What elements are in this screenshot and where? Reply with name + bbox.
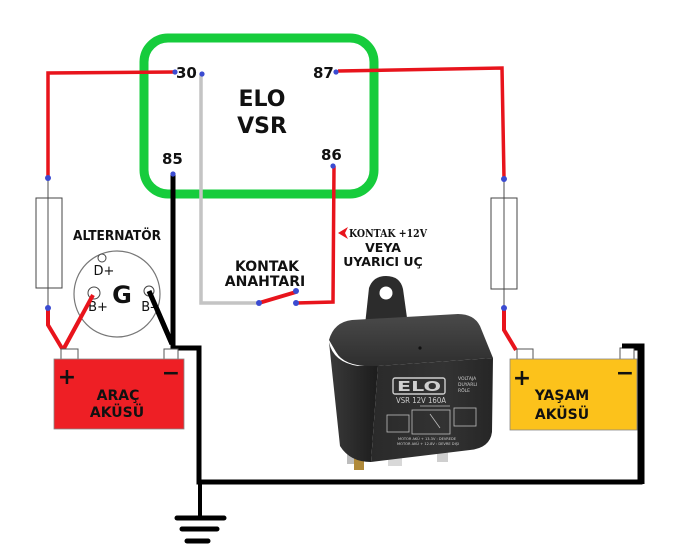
relay-footer-line1: MOTOR AKÜ + 13.3V : DEVREDE — [398, 436, 457, 441]
alternator-title: ALTERNATÖR — [73, 228, 161, 244]
relay-terminal-4 — [437, 448, 448, 462]
ignition-switch-label-line2: ANAHTARI — [225, 274, 305, 290]
relay-title-line2: VSR — [237, 114, 287, 139]
d-plus-label: D+ — [94, 264, 115, 279]
leisure-battery-terminal-plus — [516, 348, 534, 361]
vehicle-battery-terminal-plus — [60, 348, 79, 361]
pin-30-label: 30 — [176, 64, 197, 82]
dot-pin87 — [333, 69, 339, 75]
vehicle-battery-body — [53, 358, 185, 430]
dot-pin30 — [172, 69, 178, 75]
wire-bplus-overlay — [61, 294, 95, 351]
relay-mounting-hole — [379, 286, 393, 300]
ignition-switch-lever — [258, 290, 297, 305]
relay-symbol: ELO VSR 30 87 85 86 — [139, 33, 379, 199]
vehicle-battery-label-line2: AKÜSÜ — [90, 403, 144, 421]
wire-switch-feed — [199, 74, 259, 305]
relay-symbol-box — [139, 33, 379, 199]
signal-label-line3: UYARICI UÇ — [343, 254, 422, 269]
pin-87-label: 87 — [313, 64, 334, 82]
leisure-battery-plus: + — [513, 366, 531, 391]
relay-desc-line1: VOLTAJA — [458, 376, 477, 382]
wire-pin87-to-fuse-right — [337, 66, 506, 179]
relay-mounting-tab — [365, 276, 408, 325]
relay-brand-frame — [392, 377, 446, 395]
vehicle-battery-label-line1: ARAÇ — [97, 388, 140, 404]
leisure-battery-label-line1: YAŞAM — [534, 388, 589, 404]
leisure-battery-body — [509, 358, 638, 431]
vehicle-battery: + − ARAÇ AKÜSÜ — [53, 348, 185, 430]
relay-title-line1: ELO — [239, 87, 286, 112]
leisure-battery-terminal-minus — [619, 347, 635, 361]
ignition-switch-label-line1: KONTAK — [235, 259, 300, 275]
b-minus-label: B- — [141, 300, 155, 315]
dot-fuse-left-bottom — [45, 305, 51, 311]
fuse-left — [35, 197, 63, 289]
relay-desc-line3: RÖLE — [458, 387, 470, 394]
vehicle-battery-plus: + — [58, 365, 76, 390]
signal-label-line2: VEYA — [365, 240, 401, 255]
wire-pin30-to-fuse-left — [46, 70, 175, 178]
vehicle-battery-terminal-minus — [163, 348, 179, 361]
relay-front-face — [329, 342, 378, 462]
relay-brand: ELO — [397, 380, 441, 395]
wire-fuse-right-to-leisure-plus — [502, 308, 518, 352]
relay-photo: ELO VOLTAJA DUYARLI RÖLE VSR 12V 160A MO… — [329, 276, 493, 470]
dot-switch-right-bottom — [293, 300, 299, 306]
relay-terminal-2 — [354, 458, 364, 470]
relay-footer-line2: MOTOR AKÜ + 12.8V : DEVRE DIŞI — [397, 441, 459, 446]
relay-desc-line2: DUYARLI — [458, 382, 477, 388]
dot-switch-left — [256, 300, 262, 306]
leisure-battery: + − YAŞAM AKÜSÜ — [509, 347, 638, 431]
leisure-battery-minus: − — [616, 361, 634, 386]
alternator-body — [73, 250, 161, 338]
pin-86-label: 86 — [321, 146, 342, 164]
arrow-left-icon — [338, 227, 348, 239]
dot-switch-right-top — [293, 288, 299, 294]
wire-leisure-minus — [622, 343, 645, 484]
alternator: ALTERNATÖR D+ B+ G B- — [73, 228, 161, 338]
wire-bminus-overlay — [146, 290, 175, 345]
relay-schematic — [386, 405, 477, 435]
leisure-battery-label-line2: AKÜSÜ — [535, 405, 589, 423]
dot-fuse-right-bottom — [501, 305, 507, 311]
dot-fuse-right-top — [501, 176, 507, 182]
dot-pin30b — [199, 71, 205, 77]
dot-pin85 — [170, 171, 176, 177]
fuse-right — [490, 197, 518, 290]
pin-85-label: 85 — [162, 150, 183, 168]
relay-model: VSR 12V 160A — [396, 396, 447, 405]
terminal-dots — [45, 69, 507, 311]
wire-fuse-left-to-battery-plus — [46, 308, 65, 352]
dot-pin86 — [330, 163, 336, 169]
relay-terminal-3 — [388, 455, 402, 466]
b-plus-label: B+ — [88, 300, 108, 315]
vehicle-battery-minus: − — [162, 361, 180, 386]
wire-pin86-to-switch — [295, 165, 336, 305]
dot-fuse-left-top — [45, 175, 51, 181]
relay-top-face — [329, 314, 493, 367]
terminal-d-plus — [97, 253, 107, 263]
ground-symbol — [174, 482, 227, 544]
relay-top-dot — [418, 346, 422, 350]
signal-label-line1: KONTAK +12V — [349, 227, 427, 240]
generator-symbol: G — [112, 281, 132, 309]
